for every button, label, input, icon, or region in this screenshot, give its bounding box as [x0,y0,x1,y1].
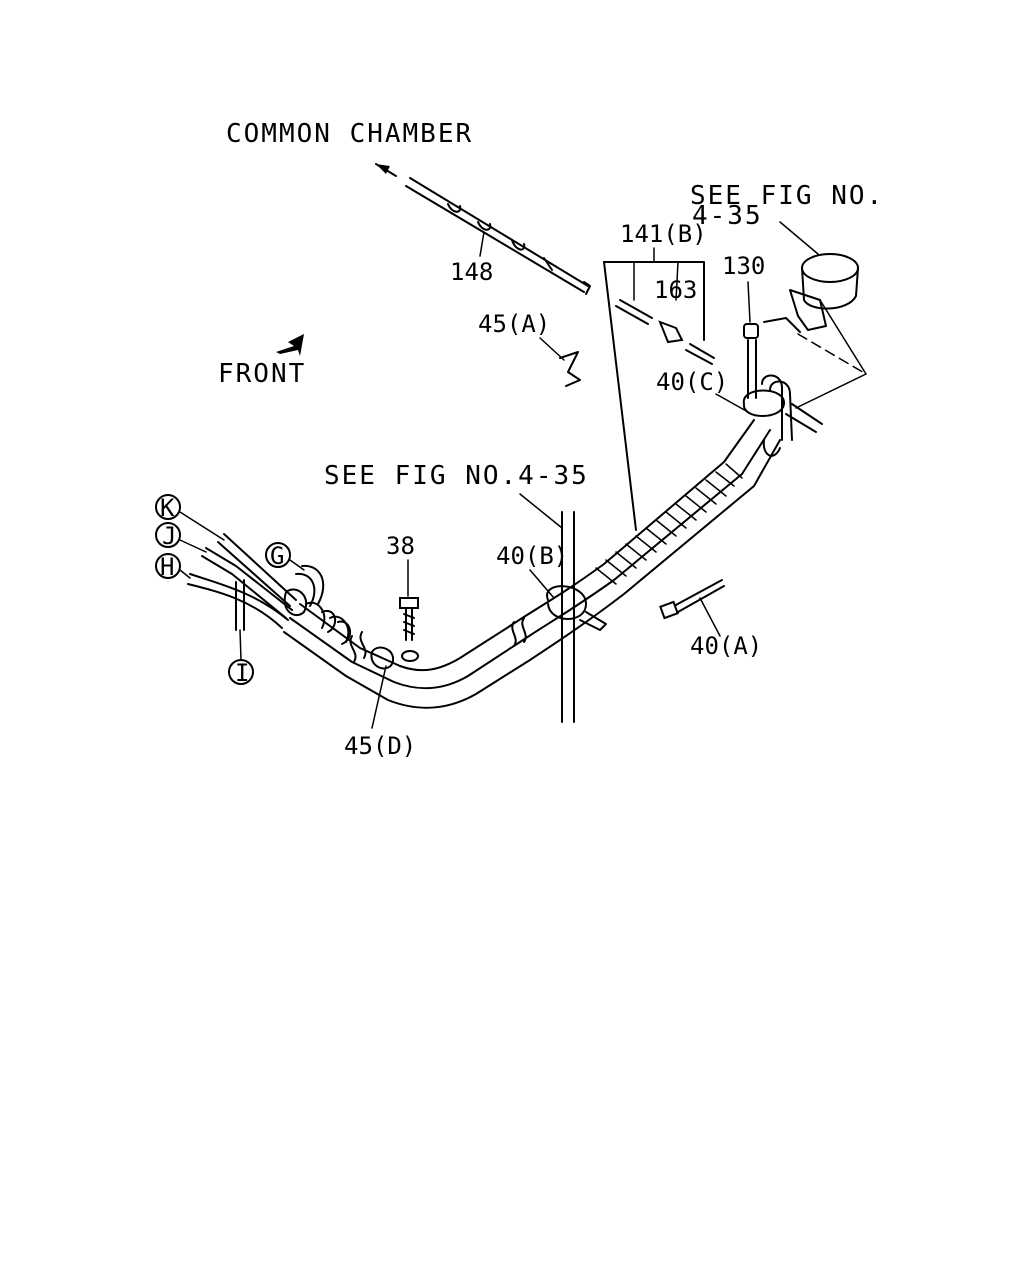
label-see-fig-top-2: 4-35 [692,201,763,231]
frame-rail [519,493,575,723]
label-see-fig-mid: SEE FIG NO.4-35 [324,461,589,491]
front-arrow-icon [276,334,304,356]
label-common-chamber: COMMON CHAMBER [226,119,473,149]
label-part-45a: 45(A) [478,310,550,338]
callout-g: G [265,542,291,570]
label-part-40a: 40(A) [690,632,762,660]
svg-text:H: H [160,553,174,581]
part-130-cap [743,281,759,399]
callout-k: K [155,494,181,522]
label-part-141b: 141(B) [620,220,707,248]
part-40c-clamp [715,374,823,457]
part-141b-bracket [603,247,715,531]
part-45a-clip [539,337,581,387]
label-part-148: 148 [450,258,493,286]
part-148-pipe [375,163,591,295]
part-45d-clip [321,609,395,729]
svg-text:G: G [270,542,284,570]
left-hose-branches [179,511,350,661]
part-38-bolt [399,559,419,662]
svg-text:J: J [162,522,176,550]
svg-text:I: I [235,659,249,687]
label-part-130: 130 [722,252,765,280]
label-part-45d: 45(D) [344,732,416,760]
label-part-38: 38 [386,532,415,560]
callout-h: H [155,553,181,581]
label-see-fig-top-1: SEE FIG NO. [690,181,884,211]
callout-j: J [155,522,181,550]
fixture-top-right [763,221,867,409]
part-40b-clamp [529,569,607,631]
main-hose-bundle [283,419,781,709]
part-40a-tie [659,579,725,637]
label-part-40b: 40(B) [496,542,568,570]
callout-i: I [228,659,254,687]
label-front: FRONT [218,359,306,389]
svg-text:K: K [160,494,175,522]
label-part-40c: 40(C) [656,368,728,396]
